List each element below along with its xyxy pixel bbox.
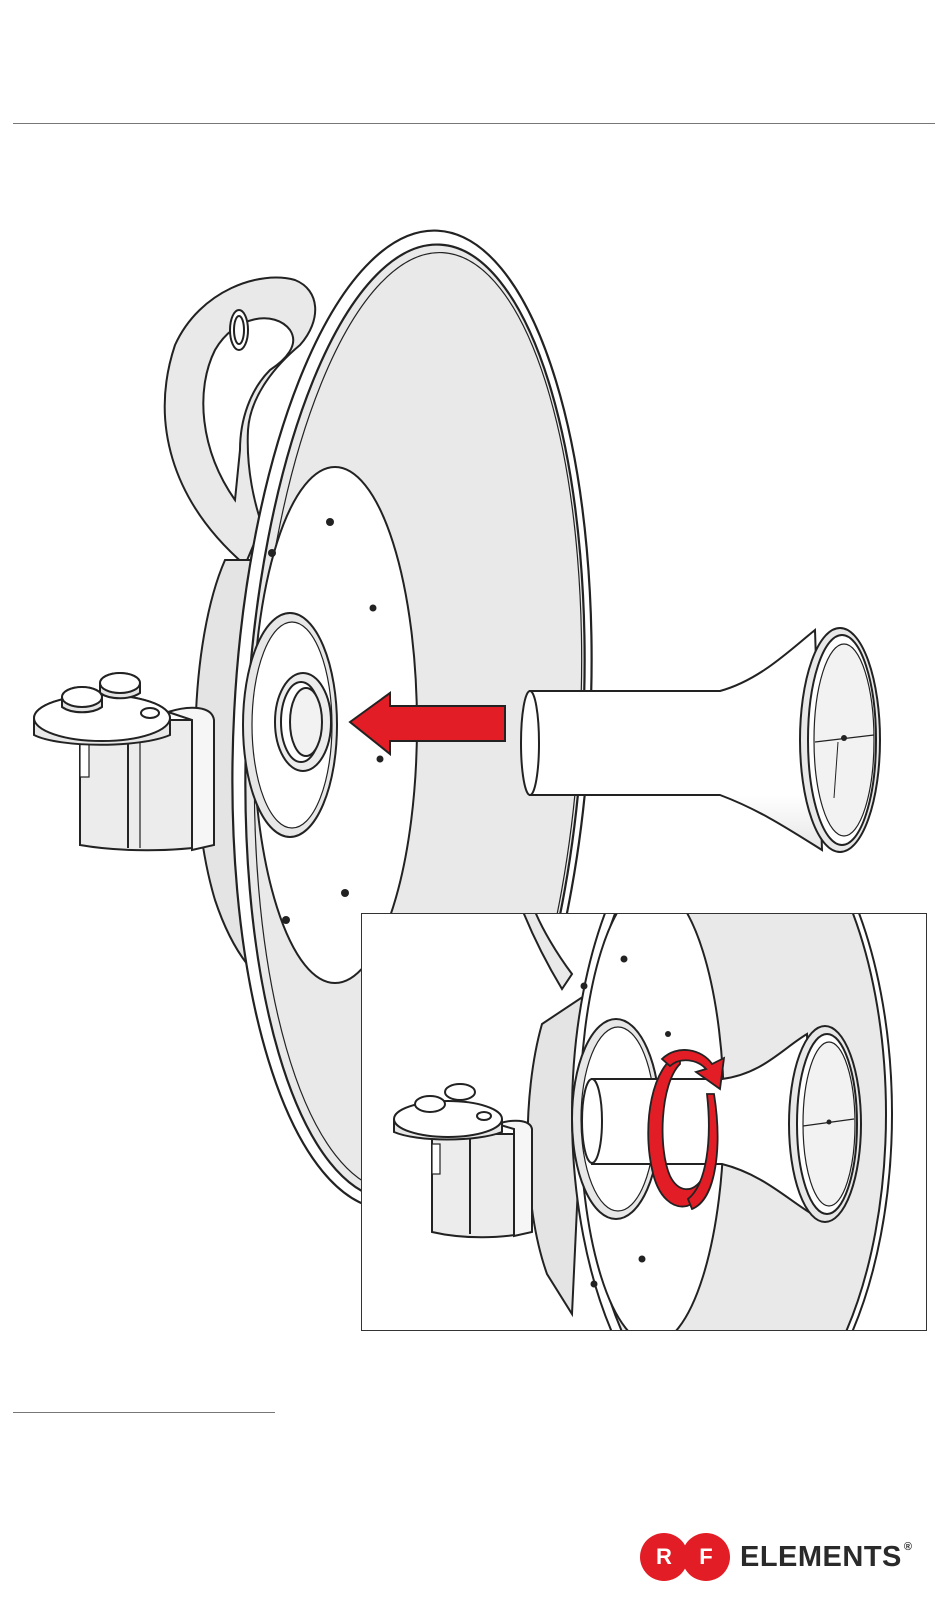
logo-word-text: ELEMENTS: [740, 1541, 902, 1573]
logo-dot-r: R: [640, 1533, 688, 1581]
mount-clamp-block: [34, 673, 214, 850]
logo-wordmark: ELEMENTS®: [740, 1541, 913, 1574]
rf-elements-logo: R F ELEMENTS®: [640, 1532, 913, 1582]
registered-mark: ®: [904, 1541, 913, 1553]
bottom-divider: [13, 1412, 275, 1413]
logo-mark: R F: [640, 1533, 730, 1581]
inset-illustration: [362, 914, 926, 1330]
logo-dot-f: F: [682, 1533, 730, 1581]
rotate-detail-inset: [361, 913, 927, 1331]
